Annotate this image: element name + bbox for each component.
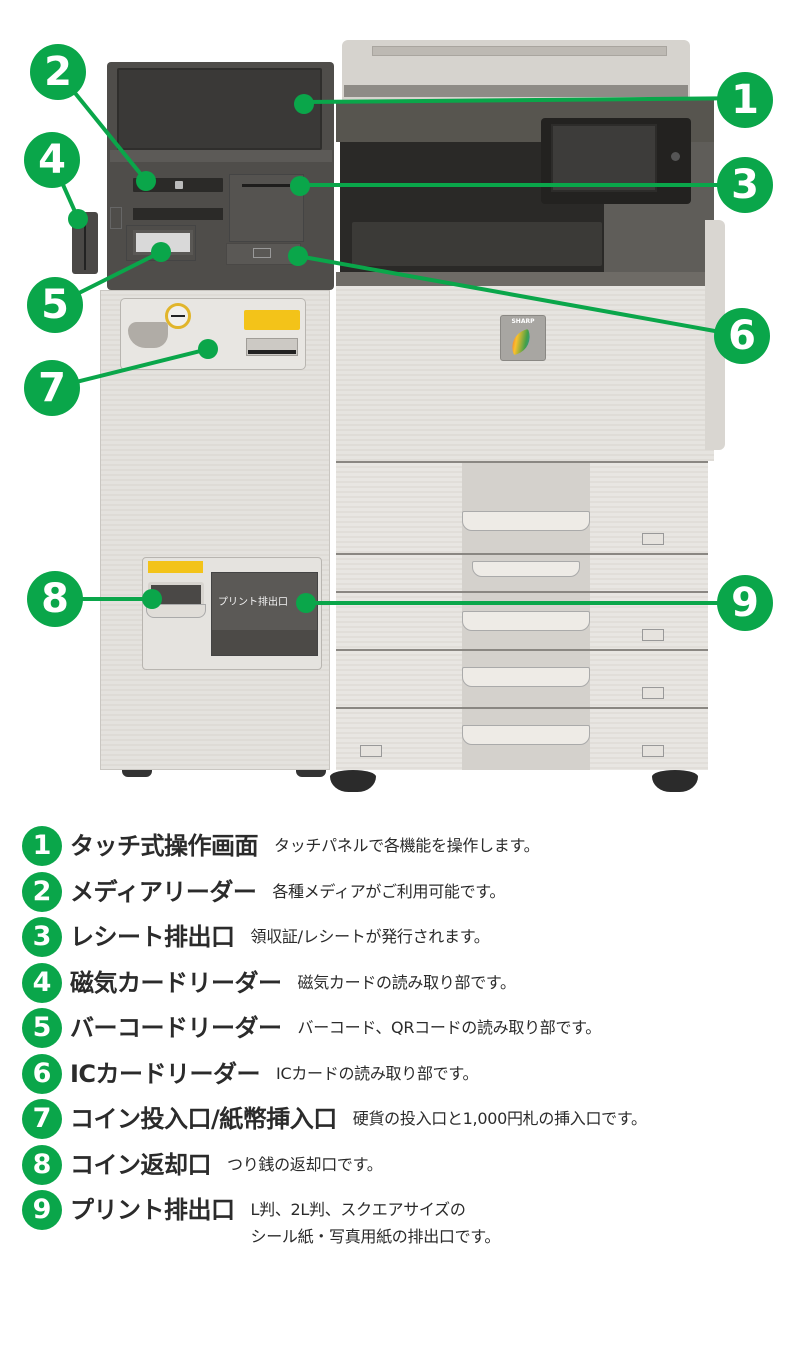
print-exit-label: プリント排出口 [218,597,288,608]
legend-title: 磁気カードリーダー [70,968,282,997]
legend-description: ICカードの読み取り部です。 [276,1063,479,1083]
paper-tray [336,707,708,770]
change-notice-sticker [148,561,203,573]
legend-title: タッチ式操作画面 [70,832,259,860]
legend-number-badge: 5 [22,1008,62,1048]
legend-item: 4 磁気カードリーダー 磁気カードの読み取り部です。 [22,962,792,1009]
printer-power-button [671,152,680,161]
legend-number-badge: 1 [22,826,62,866]
legend-number-badge: 3 [22,917,62,957]
kiosk-shelf [110,150,332,162]
legend-item: 1 タッチ式操作画面 タッチパネルで各機能を操作します。 [22,826,792,872]
parts-legend: 1 タッチ式操作画面 タッチパネルで各機能を操作します。 2 メディアリーダー … [22,826,792,1270]
callout-line-9 [306,601,745,605]
printer-body [336,286,714,461]
callout-badge-4: 4 [24,132,80,188]
callout-dot-8 [142,589,162,609]
legend-number-badge: 9 [22,1190,62,1230]
ic-card-icon [253,248,271,258]
legend-description: タッチパネルで各機能を操作します。 [274,836,540,855]
callout-badge-2: 2 [30,44,86,100]
legend-title: プリント排出口 [70,1196,235,1224]
printer-output-tray [352,222,602,266]
coin-slot-line [171,315,185,317]
legend-item: 3 レシート排出口 領収証/レシートが発行されます。 [22,917,792,963]
touch-screen [117,68,322,150]
coin-return-lip [146,604,206,618]
callout-line-3 [300,183,745,187]
legend-title: メディアリーダー [70,877,257,906]
print-exit-lower [212,630,317,655]
paper-tray [336,461,708,553]
callout-badge-1: 1 [717,72,773,128]
callout-badge-9: 9 [717,575,773,631]
legend-description: バーコード、QRコードの読み取り部です。 [297,1018,602,1037]
callout-badge-5: 5 [27,277,83,333]
legend-item: 6 ICカードリーダー ICカードの読み取り部です。 [22,1053,792,1100]
magnetic-card-slot [84,215,86,270]
callout-dot-7 [198,339,218,359]
kiosk-illustration: SHARP [24,40,773,792]
legend-item: 9 プリント排出口 L判、2L判、スクエアサイズの シール紙・写真用紙の排出口で… [22,1190,792,1270]
kiosk-foot [122,770,152,777]
legend-title: コイン投入口/紙幣挿入口 [70,1105,337,1133]
media-logo-icon [175,181,183,189]
printer-panel-screen [551,124,657,192]
receipt-exit-slot [242,184,290,187]
bill-instruction-sticker [244,310,300,330]
legend-description: 各種メディアがご利用可能です。 [272,881,506,901]
kiosk-foot [296,770,326,777]
legend-number-badge: 8 [22,1144,62,1185]
legend-number-badge: 4 [22,962,62,1003]
legend-item: 5 バーコードリーダー バーコード、QRコードの読み取り部です。 [22,1008,792,1054]
kiosk-body [100,290,330,770]
callout-badge-6: 6 [714,308,770,364]
legend-number-badge: 6 [22,1053,62,1094]
legend-title: ICカードリーダー [70,1059,261,1088]
legend-item: 7 コイン投入口/紙幣挿入口 硬貨の投入口と1,000円札の挿入口です。 [22,1099,792,1145]
callout-dot-9 [296,593,316,613]
legend-item: 2 メディアリーダー 各種メディアがご利用可能です。 [22,871,792,918]
legend-item: 8 コイン返却口 つり銭の返却口です。 [22,1144,792,1191]
legend-number-badge: 7 [22,1099,62,1139]
legend-description: つり銭の返却口です。 [227,1154,383,1174]
callout-dot-6 [288,246,308,266]
legend-description: 領収証/レシートが発行されます。 [250,927,490,946]
legend-description: L判、2L判、スクエアサイズの シール紙・写真用紙の排出口です。 [251,1190,501,1248]
legend-description: 磁気カードの読み取り部です。 [297,972,517,992]
media-reader-slot-2 [133,208,223,220]
legend-title: レシート排出口 [70,923,235,951]
paper-tray [336,553,708,591]
callout-dot-3 [290,176,310,196]
bill-slot-opening [248,350,296,354]
paper-tray [336,591,708,649]
legend-description: 硬貨の投入口と1,000円札の挿入口です。 [352,1109,647,1128]
callout-badge-3: 3 [717,157,773,213]
printer-feeder-slot [372,46,667,56]
coin-return-lever [128,322,168,348]
printer-band [336,272,714,286]
printer-foot [652,770,698,792]
legend-title: コイン返却口 [70,1150,212,1179]
callout-dot-5 [151,242,171,262]
callout-badge-7: 7 [24,360,80,416]
legend-title: バーコードリーダー [70,1014,282,1042]
callout-dot-4 [68,209,88,229]
callout-dot-2 [136,171,156,191]
legend-number-badge: 2 [22,871,62,912]
legend-description-line1: L判、2L判、スクエアサイズの [250,1200,466,1219]
callout-line-8 [55,597,152,601]
printer-feeder-lip [344,85,688,97]
legend-description-line2: シール紙・写真用紙の排出口です。 [250,1227,501,1246]
brand-badge-text: SHARP [511,318,535,325]
callout-dot-1 [294,94,314,114]
printer-foot [330,770,376,792]
paper-tray [336,649,708,707]
card-guide-icon [110,207,122,229]
callout-badge-8: 8 [27,571,83,627]
